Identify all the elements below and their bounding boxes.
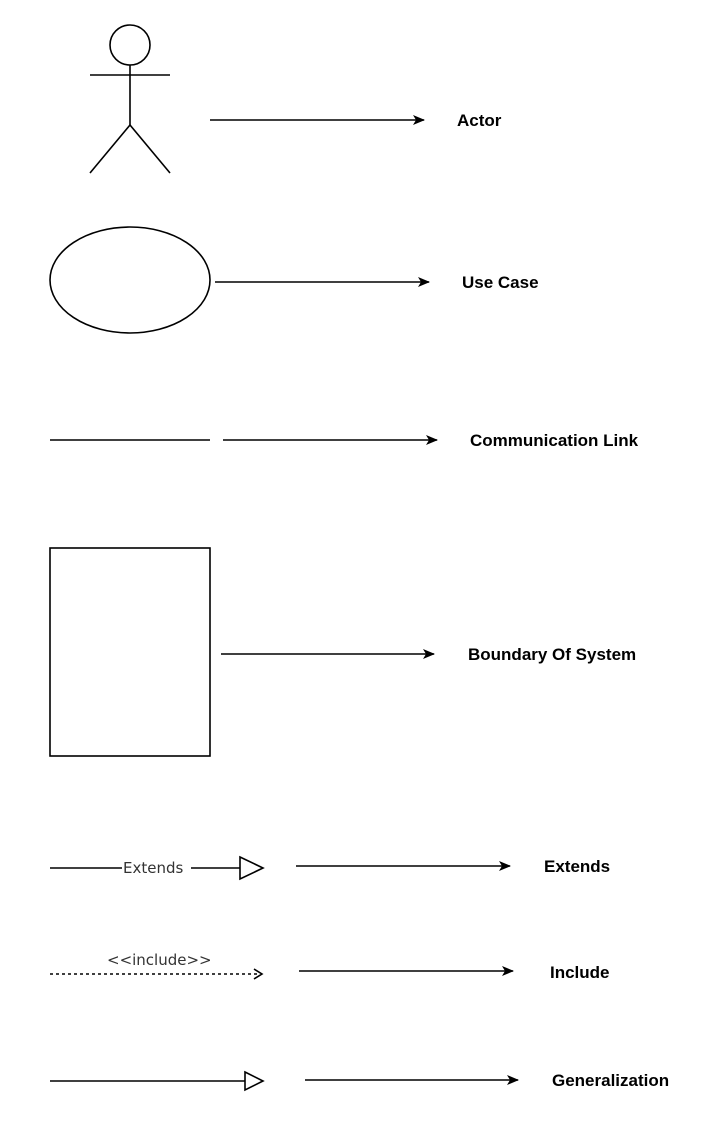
use-case-ellipse-icon xyxy=(49,226,211,334)
extends-label: Extends xyxy=(544,857,610,876)
extends-row: Extends Extends xyxy=(50,855,610,881)
include-relationship-icon: <<include>> xyxy=(50,951,264,980)
generalization-relationship-icon xyxy=(50,1070,265,1092)
use-case-row: Use Case xyxy=(49,226,539,334)
open-arrowhead-icon xyxy=(253,968,264,980)
extends-relationship-icon: Extends xyxy=(50,855,265,881)
hollow-triangle-arrowhead-icon xyxy=(239,855,265,881)
include-row: <<include>> Include xyxy=(50,951,610,982)
communication-link-row: Communication Link xyxy=(50,431,639,450)
boundary-of-system-row: Boundary Of System xyxy=(49,547,636,757)
use-case-label: Use Case xyxy=(462,273,539,292)
boundary-of-system-label: Boundary Of System xyxy=(468,645,636,664)
generalization-label: Generalization xyxy=(552,1071,669,1090)
actor-row: Actor xyxy=(89,24,502,174)
include-label: Include xyxy=(550,963,610,982)
include-inline-label: <<include>> xyxy=(107,951,212,969)
communication-link-label: Communication Link xyxy=(470,431,639,450)
actor-label: Actor xyxy=(457,111,502,130)
actor-stick-figure-icon xyxy=(89,24,171,174)
generalization-row: Generalization xyxy=(50,1070,669,1092)
extends-inline-label: Extends xyxy=(123,859,183,877)
system-boundary-rectangle-icon xyxy=(49,547,211,757)
hollow-triangle-arrowhead-icon xyxy=(244,1070,265,1092)
